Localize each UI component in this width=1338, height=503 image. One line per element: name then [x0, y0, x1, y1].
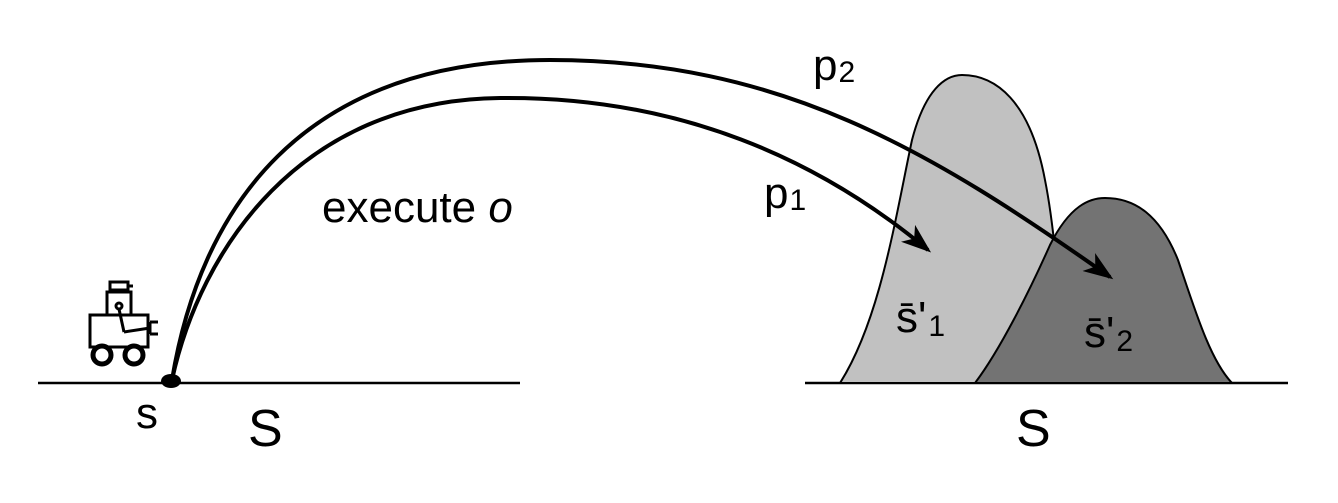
p2-label: p2	[813, 41, 855, 90]
arc-p1	[170, 95, 932, 381]
start-state-label: s	[136, 389, 158, 438]
execute-option-label: execute o	[322, 183, 513, 232]
p1-label: p1	[764, 169, 806, 218]
robot-icon	[88, 280, 158, 367]
s1-bar-label: s̄'1	[896, 293, 945, 343]
left-state-space-label: S	[248, 400, 283, 458]
s2-bar-label: s̄'2	[1084, 308, 1133, 358]
distribution-s2-curve	[972, 196, 1235, 384]
start-state-dot	[161, 374, 181, 388]
arc-p2	[170, 57, 1114, 381]
right-state-space-label: S	[1016, 400, 1051, 458]
